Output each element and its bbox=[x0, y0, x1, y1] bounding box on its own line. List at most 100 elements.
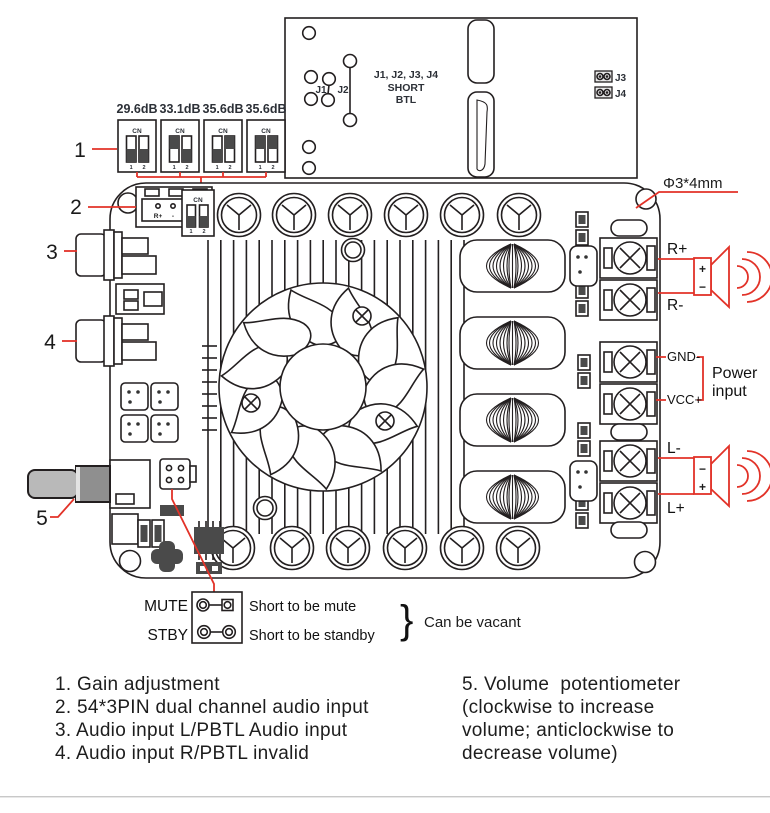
legend-item-3: 3. Audio input L/PBTL Audio input bbox=[55, 720, 348, 741]
board-slot-top bbox=[467, 19, 495, 84]
output-connector bbox=[569, 245, 598, 287]
btl-note-line1: J1, J2, J3, J4 bbox=[374, 69, 438, 81]
dip-pin-2: 2 bbox=[202, 229, 205, 235]
gain-db-label: 29.6dB bbox=[117, 102, 158, 116]
ic-chip bbox=[194, 527, 224, 554]
mounting-hole bbox=[633, 550, 657, 574]
btl-note-line2: SHORT bbox=[388, 82, 425, 94]
dip-slider bbox=[212, 149, 222, 162]
inductor-coil bbox=[459, 239, 566, 293]
plug-connector bbox=[120, 382, 149, 411]
j2-pad-bottom bbox=[342, 112, 358, 128]
callout-3: 3 bbox=[46, 241, 58, 264]
dip-pin-1: 1 bbox=[216, 165, 219, 171]
dip-pin-1: 1 bbox=[173, 165, 176, 171]
stby-description: Short to be standby bbox=[249, 628, 375, 644]
mute-stby-callout: MUTE STBY Short to be mute Short to be s… bbox=[144, 591, 522, 644]
gain-dip-switch: 33.1dB CN 1 2 bbox=[160, 102, 201, 173]
inductor-coil bbox=[459, 393, 566, 447]
red-callouts: 2 3 4 5 Φ3*4mm bbox=[36, 175, 738, 592]
heatsink-hole bbox=[340, 237, 366, 263]
gain-db-label: 33.1dB bbox=[160, 102, 201, 116]
gain-switch-bracket bbox=[136, 172, 267, 190]
sound-waves bbox=[736, 450, 770, 502]
j4-label: J4 bbox=[615, 89, 627, 100]
jumper-config-box: J1 J2 J1, J2, J3, J4 SHORT BTL J3 J4 bbox=[284, 17, 638, 179]
bottom-left-components bbox=[111, 505, 224, 574]
callout-1: 1 bbox=[74, 139, 86, 162]
right-side-labels: R+ R- + − GND- VCC+ Power input L- L+ − … bbox=[656, 241, 770, 517]
amplifier-board: R+ - L- CN 1 2 bbox=[27, 182, 661, 579]
pad bbox=[301, 139, 317, 155]
pot-shaft bbox=[27, 469, 79, 499]
j2-pad-top bbox=[342, 53, 358, 69]
plug-connector bbox=[150, 414, 179, 443]
j1-label: J1 bbox=[315, 85, 327, 96]
dip-chip-label: CN bbox=[175, 128, 185, 135]
brace: } bbox=[400, 598, 413, 642]
terminal-l-plus bbox=[599, 482, 658, 524]
legend-item-1: 1. Gain adjustment bbox=[55, 674, 220, 695]
fan-hub bbox=[279, 343, 367, 431]
r-minus-label: R- bbox=[667, 297, 683, 314]
legend-item-5-line1: 5. Volume potentiometer bbox=[462, 674, 681, 695]
dip-chip-label: CN bbox=[261, 128, 271, 135]
terminal-r-minus bbox=[599, 279, 658, 321]
callout-2: 2 bbox=[70, 196, 82, 219]
bottom-divider bbox=[0, 796, 770, 798]
fan-screw bbox=[352, 306, 372, 326]
dip-pin-1: 1 bbox=[259, 165, 262, 171]
board-dip-chip-label: CN bbox=[193, 197, 203, 204]
sound-waves bbox=[736, 251, 770, 303]
inductor-coil bbox=[459, 470, 566, 524]
callout-5: 5 bbox=[36, 507, 48, 530]
callout-4: 4 bbox=[44, 331, 56, 354]
hole-note-line bbox=[635, 191, 738, 209]
legend-item-5-line2: (clockwise to increase bbox=[462, 697, 654, 718]
gain-db-label: 35.6dB bbox=[203, 102, 244, 116]
r-plus-label: R+ bbox=[667, 241, 687, 258]
legend-item-5-line3: volume; anticlockwise to bbox=[462, 720, 674, 741]
j1-jumper-wire bbox=[327, 84, 330, 95]
speaker-left-icon: − + bbox=[693, 443, 770, 509]
mute-stby-callout-line bbox=[171, 489, 215, 592]
spk-r-plus: + bbox=[699, 262, 706, 276]
dip-slider bbox=[187, 216, 196, 227]
board-oval-pad bbox=[610, 423, 648, 441]
dip-pin-2: 2 bbox=[142, 165, 145, 171]
plug-connector bbox=[120, 414, 149, 443]
j2-label: J2 bbox=[337, 85, 349, 96]
volume-potentiometer bbox=[27, 459, 151, 509]
btl-note-line3: BTL bbox=[396, 94, 417, 106]
mid-plug bbox=[115, 283, 165, 315]
ic-legs bbox=[198, 521, 221, 560]
pad bbox=[301, 25, 317, 41]
mute-stby-header bbox=[159, 458, 197, 490]
vacant-note: Can be vacant bbox=[424, 614, 522, 631]
heatsink-hole bbox=[252, 495, 278, 521]
mute-jumper bbox=[196, 598, 234, 612]
dip-pin-1: 1 bbox=[130, 165, 133, 171]
spk-r-minus: − bbox=[699, 280, 706, 294]
dip-pin-2: 2 bbox=[185, 165, 188, 171]
gain-db-label: 35.6dB bbox=[246, 102, 287, 116]
callout-5-line bbox=[50, 498, 75, 518]
spk-l-minus: − bbox=[699, 462, 706, 476]
dip-chip-label: CN bbox=[218, 128, 228, 135]
terminal-gnd bbox=[599, 341, 658, 383]
terminal-r-plus bbox=[599, 237, 658, 279]
plug-connector bbox=[150, 382, 179, 411]
pad bbox=[303, 91, 319, 107]
dip-pin-2: 2 bbox=[271, 165, 274, 171]
mounting-hole bbox=[117, 192, 139, 214]
j3-label: J3 bbox=[615, 73, 627, 84]
dip-slider bbox=[199, 216, 208, 227]
pin-label-r: R+ bbox=[154, 213, 163, 220]
slot-tab bbox=[476, 99, 488, 172]
inductor-coil bbox=[459, 316, 566, 370]
cooling-fan bbox=[218, 282, 428, 492]
dip-slider bbox=[126, 149, 136, 162]
